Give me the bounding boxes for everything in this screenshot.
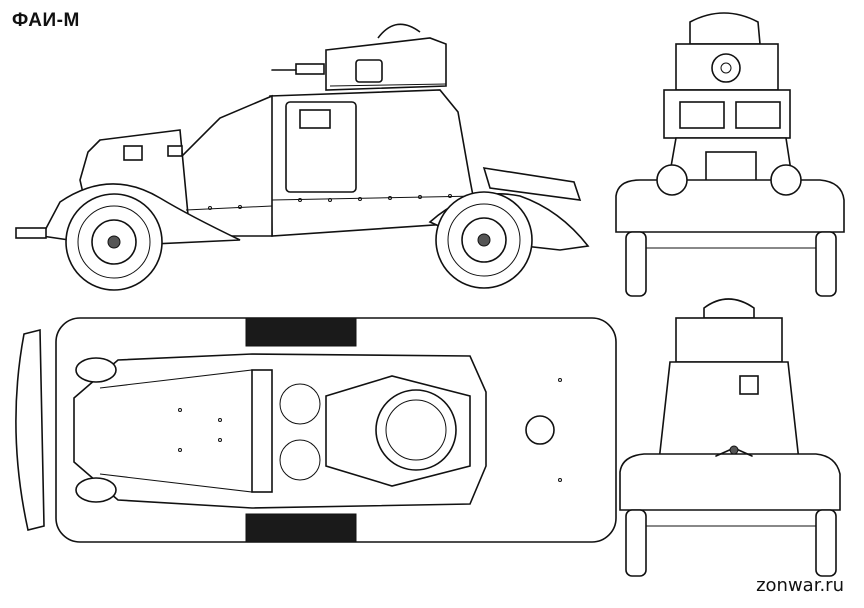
front-bumper <box>15 227 47 239</box>
side-turret <box>271 23 447 91</box>
spare-tire <box>482 167 582 201</box>
top-view <box>15 317 617 543</box>
rear-view <box>619 298 841 577</box>
side-front-wheel <box>65 193 163 291</box>
side-rear-wheel <box>435 191 533 289</box>
front-view <box>615 12 845 297</box>
side-view <box>15 23 590 291</box>
drawing-title: ФАИ-М <box>12 10 80 31</box>
source-watermark: zonwar.ru <box>756 575 844 596</box>
